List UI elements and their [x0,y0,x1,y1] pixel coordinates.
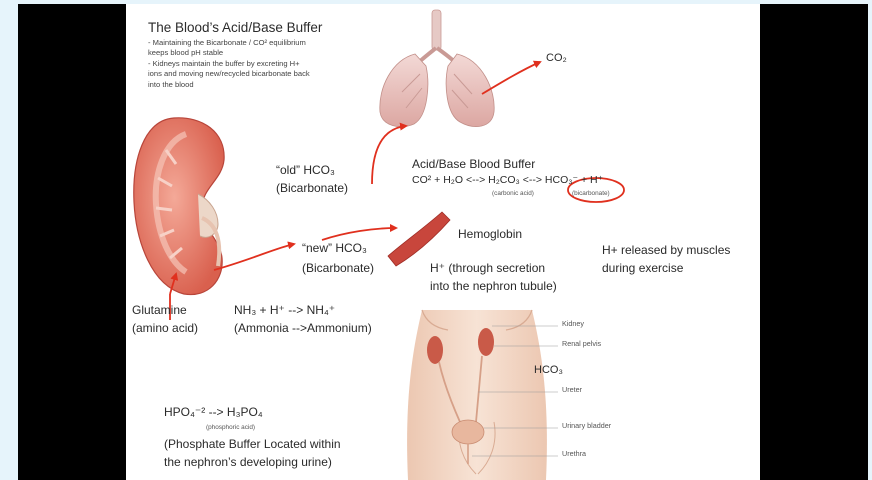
new-bicarbonate-sub: (Bicarbonate) [302,262,374,276]
old-bicarbonate-label: “old” HCO₃ [276,164,335,178]
kidney-label: Kidney [562,320,584,328]
urinary-bladder-label: Urinary bladder [562,422,611,430]
page-title: The Blood’s Acid/Base Buffer [148,20,322,36]
hco3-body-label: HCO₃ [534,364,563,377]
kidney-illustration [134,118,224,295]
muscle-illustration [388,212,450,266]
renal-pelvis-label: Renal pelvis [562,340,601,348]
co2-label: CO₂ [546,52,567,65]
ureter-label: Ureter [562,386,582,394]
muscles-text: during exercise [602,262,683,276]
bicarbonate-note: (bicarbonate) [572,190,610,197]
muscles-text: H+ released by muscles [602,244,730,258]
intro-line: into the blood [148,80,310,90]
diagram-slide: The Blood’s Acid/Base Buffer - Maintaini… [126,4,760,480]
ammonia-sub: (Ammonia -->Ammonium) [234,322,372,336]
buffer-title: Acid/Base Blood Buffer [412,158,535,172]
buffer-equation: CO² + H₂O <--> H₂CO₃ <--> HCO₃⁻ + H⁺ [412,174,603,186]
phosphate-buffer-text: the nephron’s developing urine) [164,456,332,470]
phosphoric-acid-note: (phosphoric acid) [206,424,255,431]
letterbox-left [18,4,126,480]
new-bicarbonate-label: “new” HCO₃ [302,242,367,256]
glutamine-sub: (amino acid) [132,322,198,336]
letterbox-right [760,4,868,480]
old-bicarbonate-sub: (Bicarbonate) [276,182,348,196]
intro-line: - Kidneys maintain the buffer by excreti… [148,59,310,69]
phosphate-equation: HPO₄⁻² --> H₃PO₄ [164,406,263,420]
urethra-label: Urethra [562,450,586,458]
intro-text: - Maintaining the Bicarbonate / CO² equi… [148,38,310,90]
urinary-system-illustration [407,310,558,480]
secretion-text: H⁺ (through secretion [430,262,545,276]
ammonia-equation: NH₃ + H⁺ --> NH₄⁺ [234,304,335,318]
intro-line: - Maintaining the Bicarbonate / CO² equi… [148,38,310,48]
phosphate-buffer-text: (Phosphate Buffer Located within [164,438,341,452]
intro-line: keeps blood pH stable [148,48,310,58]
intro-line: ions and moving new/recycled bicarbonate… [148,69,310,79]
glutamine-label: Glutamine [132,304,187,318]
lungs-illustration [380,10,494,127]
secretion-text: into the nephron tubule) [430,280,557,294]
carbonic-acid-note: (carbonic acid) [492,190,534,197]
hemoglobin-label: Hemoglobin [458,228,522,242]
